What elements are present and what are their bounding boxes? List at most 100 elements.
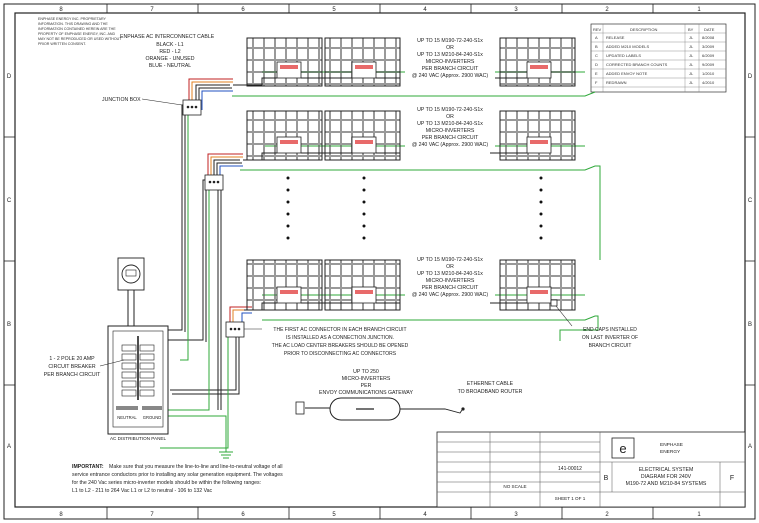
svg-text:BLUE - NEUTRAL: BLUE - NEUTRAL xyxy=(149,63,191,69)
svg-text:THE FIRST AC CONNECTOR IN EACH: THE FIRST AC CONNECTOR IN EACH BRANCH CI… xyxy=(273,327,406,333)
zone-label-bottom: 2 xyxy=(605,512,609,518)
zone-label-right: C xyxy=(748,198,753,204)
zone-label-top: 3 xyxy=(514,7,518,13)
svg-text:UP TO 13 M210-84-240-S1x: UP TO 13 M210-84-240-S1x xyxy=(417,121,483,127)
svg-text:D: D xyxy=(595,62,598,67)
zone-label-right: D xyxy=(748,74,753,80)
svg-text:141-00012: 141-00012 xyxy=(558,466,582,472)
svg-text:TO BROADBAND ROUTER: TO BROADBAND ROUTER xyxy=(458,389,523,395)
svg-text:JUNCTION BOX: JUNCTION BOX xyxy=(102,97,141,103)
svg-text:MICRO-INVERTERS: MICRO-INVERTERS xyxy=(342,376,391,382)
earth-ground-symbol xyxy=(219,445,233,459)
svg-text:PRIOR WRITTEN CONSENT.: PRIOR WRITTEN CONSENT. xyxy=(38,42,86,46)
svg-text:DIAGRAM FOR 240V: DIAGRAM FOR 240V xyxy=(641,474,692,480)
zone-label-bottom: 3 xyxy=(514,512,518,518)
utility-meter xyxy=(117,257,145,326)
microinverter xyxy=(351,136,377,154)
svg-text:MICRO-INVERTERS: MICRO-INVERTERS xyxy=(426,128,475,134)
svg-text:JL: JL xyxy=(689,53,694,58)
svg-text:PER: PER xyxy=(361,383,372,389)
pv-branch-row xyxy=(233,37,585,87)
svg-text:1/2010: 1/2010 xyxy=(702,71,715,76)
svg-text:BLACK - L1: BLACK - L1 xyxy=(156,42,184,48)
svg-text:REDRAWN: REDRAWN xyxy=(606,80,627,85)
zone-label-bottom: 1 xyxy=(697,512,701,518)
cable-color-legend: ENPHASE AC INTERCONNECT CABLE BLACK - L1… xyxy=(120,34,215,69)
zone-label-left: C xyxy=(7,198,12,204)
gateway-plug xyxy=(295,401,305,415)
zone-label-left: D xyxy=(7,74,12,80)
zone-label-bottom: 4 xyxy=(423,512,427,518)
ac-load-center: NEUTRAL GROUND AC DISTRIBUTION PANEL xyxy=(107,325,169,441)
branch-note: UP TO 15 M190-72-240-S1x OR UP TO 13 M21… xyxy=(405,36,495,82)
svg-text:INFORMATION. THIS DRAWING AND: INFORMATION. THIS DRAWING AND THE xyxy=(38,22,108,26)
svg-text:PER BRANCH CIRCUIT: PER BRANCH CIRCUIT xyxy=(422,66,479,72)
svg-text:ENPHASE AC INTERCONNECT CABLE: ENPHASE AC INTERCONNECT CABLE xyxy=(120,34,215,40)
svg-text:6/2009: 6/2009 xyxy=(702,53,715,58)
zone-label-top: 7 xyxy=(150,7,154,13)
svg-text:THE AC LOAD CENTER BREAKERS SH: THE AC LOAD CENTER BREAKERS SHOULD BE OP… xyxy=(272,343,409,349)
zone-label-right: B xyxy=(748,322,752,328)
microinverter xyxy=(276,136,302,154)
end-caps-note: END CAPS INSTALLED ON LAST INVERTER OF B… xyxy=(555,305,638,349)
proprietary-note: ENPHASE ENERGY INC. PROPRIETARY INFORMAT… xyxy=(38,17,122,46)
svg-text:F: F xyxy=(595,80,598,85)
svg-text:ENVOY COMMUNICATIONS GATEWAY: ENVOY COMMUNICATIONS GATEWAY xyxy=(319,390,413,396)
zone-label-bottom: 7 xyxy=(150,512,154,518)
svg-text:INFORMATION CONTAINED HEREIN A: INFORMATION CONTAINED HEREIN ARE THE xyxy=(38,27,116,31)
microinverter xyxy=(526,286,552,304)
zone-label-top: 6 xyxy=(241,7,245,13)
svg-text:RELEASE: RELEASE xyxy=(606,35,625,40)
envoy-gateway-note: UP TO 250 MICRO-INVERTERS PER ENVOY COMM… xyxy=(319,369,413,396)
svg-text:ETHERNET CABLE: ETHERNET CABLE xyxy=(467,381,514,387)
svg-text:9/2009: 9/2009 xyxy=(702,62,715,67)
microinverter xyxy=(526,61,552,79)
svg-text:BRANCH CIRCUIT: BRANCH CIRCUIT xyxy=(589,343,632,349)
important-note: IMPORTANT: Make sure that you measure th… xyxy=(72,464,283,494)
svg-text:ON LAST INVERTER OF: ON LAST INVERTER OF xyxy=(582,335,638,341)
zone-label-left: A xyxy=(7,444,11,450)
end-cap xyxy=(550,299,558,307)
svg-text:C: C xyxy=(595,53,598,58)
svg-text:NO SCALE: NO SCALE xyxy=(503,484,526,489)
svg-text:SHEET 1 OF 1: SHEET 1 OF 1 xyxy=(555,496,586,501)
branch-note: UP TO 15 M190-72-240-S1x OR UP TO 13 M21… xyxy=(405,255,495,301)
svg-text:OR: OR xyxy=(446,114,454,120)
svg-text:Make sure that you measure the: Make sure that you measure the line-to-l… xyxy=(109,464,283,470)
svg-text:ADDED M210 MODELS: ADDED M210 MODELS xyxy=(606,44,649,49)
svg-text:PER BRANCH CIRCUIT: PER BRANCH CIRCUIT xyxy=(44,372,101,378)
first-connector-note: THE FIRST AC CONNECTOR IN EACH BRANCH CI… xyxy=(244,327,409,357)
svg-text:GROUND: GROUND xyxy=(143,415,162,420)
envoy-gateway xyxy=(295,397,465,421)
svg-text:JL: JL xyxy=(689,71,694,76)
svg-text:UP TO 15 M190-72-240-S1x: UP TO 15 M190-72-240-S1x xyxy=(417,38,483,44)
revision-table: REV DESCRIPTION BY DATE A RELEASE JL 8/2… xyxy=(590,23,727,93)
microinverter xyxy=(351,286,377,304)
svg-text:NEUTRAL: NEUTRAL xyxy=(117,415,137,420)
svg-text:RED - L2: RED - L2 xyxy=(159,49,180,55)
svg-text:service entrance conductors pr: service entrance conductors prior to ins… xyxy=(72,472,283,478)
svg-text:ADDED ENVOY NOTE: ADDED ENVOY NOTE xyxy=(606,71,648,76)
svg-text:UP TO 13 M210-84-240-S1x: UP TO 13 M210-84-240-S1x xyxy=(417,271,483,277)
zone-label-right: A xyxy=(748,444,752,450)
svg-text:PER BRANCH CIRCUIT: PER BRANCH CIRCUIT xyxy=(422,285,479,291)
zone-label-top: 2 xyxy=(605,7,609,13)
svg-text:ENPHASE ENERGY INC. PROPRIETAR: ENPHASE ENERGY INC. PROPRIETARY xyxy=(38,17,107,21)
breaker-label: 1 - 2 POLE 20 AMP CIRCUIT BREAKER PER BR… xyxy=(44,356,125,378)
svg-text:CORRECTED BRANCH COUNTS: CORRECTED BRANCH COUNTS xyxy=(606,62,668,67)
ethernet-note: ETHERNET CABLE TO BROADBAND ROUTER xyxy=(458,381,523,395)
zone-label-bottom: 8 xyxy=(59,512,63,518)
svg-text:M190-72 AND M210-84 SYSTEMS: M190-72 AND M210-84 SYSTEMS xyxy=(626,481,707,487)
svg-text:REV: REV xyxy=(593,27,602,32)
svg-text:UP TO 250: UP TO 250 xyxy=(353,369,379,375)
svg-text:JL: JL xyxy=(689,35,694,40)
sheet-border: 8 7 6 5 4 3 2 1 8 7 6 5 4 3 2 1 D C B A … xyxy=(3,3,756,520)
microinverter xyxy=(526,136,552,154)
svg-text:IS INSTALLED AS A CONNECTION J: IS INSTALLED AS A CONNECTION JUNCTION. xyxy=(286,335,394,341)
svg-text:PROPERTY OF ENPHASE ENERGY, IN: PROPERTY OF ENPHASE ENERGY, INC. AND xyxy=(38,32,115,36)
svg-text:JL: JL xyxy=(689,62,694,67)
svg-text:UP TO 15 M190-72-240-S1x: UP TO 15 M190-72-240-S1x xyxy=(417,257,483,263)
svg-text:JL: JL xyxy=(689,44,694,49)
svg-text:ENERGY: ENERGY xyxy=(660,449,681,455)
